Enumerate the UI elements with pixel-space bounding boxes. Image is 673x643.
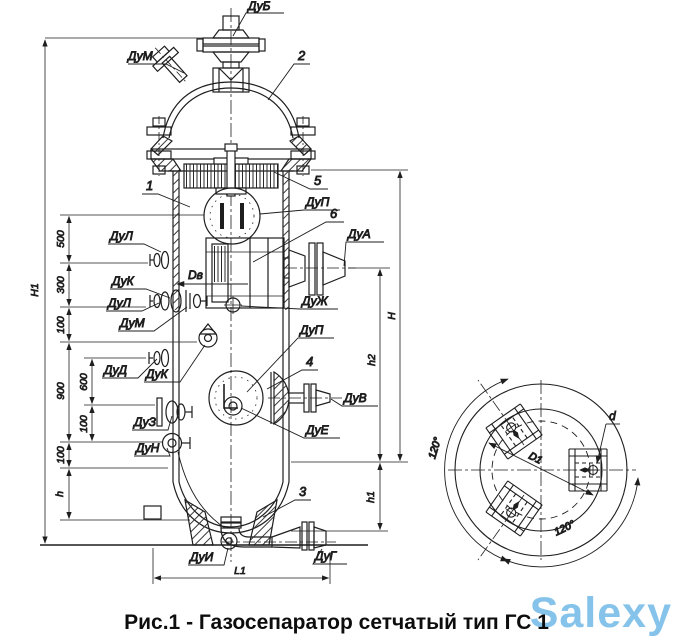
part5-text: 5 — [314, 173, 322, 188]
shell — [172, 171, 290, 482]
dim-100b: 100 — [78, 415, 90, 433]
watermark: Salexy — [529, 589, 672, 637]
label-dug: ДуГ — [312, 549, 347, 565]
part3-text: 3 — [299, 484, 307, 499]
label-part4: 4 — [266, 354, 318, 390]
label-dv-text: Dв — [188, 268, 203, 282]
dim-L1: L1 — [234, 565, 246, 577]
part6-text: 6 — [330, 206, 338, 221]
label-d-hole: d — [595, 409, 620, 464]
figure-caption: Рис.1 - Газосепаратор сетчатый тип ГС 1 — [124, 611, 549, 634]
nozzle-duz — [156, 397, 193, 427]
label-dui-text: ДуИ — [188, 550, 214, 564]
label-part2: 2 — [267, 48, 310, 101]
flange-joint — [146, 116, 316, 176]
label-dul1-text: ДуЛ — [108, 229, 134, 243]
dim-300: 300 — [55, 276, 67, 294]
nozzle-dua — [285, 242, 356, 296]
top-view: D1 120° 120° d — [426, 378, 641, 568]
label-duk2: ДуК — [144, 344, 206, 383]
dim-angle1-arc — [444, 378, 509, 562]
dim-h: h — [54, 491, 66, 497]
label-dun-text: ДуН — [134, 441, 160, 455]
label-dua-text: ДуА — [346, 227, 371, 241]
label-dum-top: ДуМ — [126, 49, 185, 74]
label-part6: 6 — [252, 206, 344, 263]
nozzle-duzh — [224, 296, 242, 314]
part1-text: 1 — [146, 178, 153, 193]
label-dv: Dв — [176, 268, 248, 287]
label-dub-text: ДуБ — [246, 0, 271, 13]
label-duk1: ДуК — [110, 274, 171, 299]
labels: ДуБ ДуМ 2 1 5 ДуП 6 ДуА ДуЖ Dв ДуЛ — [102, 0, 384, 566]
label-dum2: ДуМ — [118, 306, 188, 332]
dimensions-left: H1 500 300 100 900 100 h 600 1 — [29, 37, 205, 544]
part4-text: 4 — [306, 354, 313, 369]
nozzle-dub — [196, 15, 266, 93]
label-due: ДуЕ — [240, 407, 340, 439]
front-view — [40, 8, 368, 562]
manhole-upper — [203, 187, 261, 245]
dim-100c: 100 — [55, 446, 67, 464]
bracket-duv — [268, 370, 342, 426]
label-duz: ДуЗ — [132, 415, 173, 431]
dim-h1: h1 — [365, 491, 377, 503]
dim-H: H — [386, 312, 398, 320]
dim-angle1: 120° — [426, 436, 444, 460]
label-duk2-text: ДуК — [144, 367, 169, 381]
label-duzh: ДуЖ — [240, 294, 338, 310]
lifting-lug — [198, 323, 218, 348]
nozzle-dud — [148, 348, 170, 368]
label-dup2-text: ДуП — [298, 323, 324, 337]
flange-bolt-right — [290, 116, 316, 176]
label-duzh-text: ДуЖ — [300, 294, 329, 308]
mesh-demister — [183, 143, 279, 197]
drain-assembly — [220, 516, 336, 551]
label-duk1-text: ДуК — [110, 274, 135, 288]
dim-h2: h2 — [366, 354, 378, 366]
nozzle-dun — [161, 432, 226, 529]
label-dul1: ДуЛ — [108, 229, 162, 253]
nozzle-dul-1 — [149, 250, 170, 270]
dim-900: 900 — [55, 382, 67, 400]
label-part1: 1 — [142, 178, 191, 208]
label-part5: 5 — [273, 171, 328, 190]
label-dun: ДуН — [134, 441, 171, 457]
top-head — [162, 81, 300, 139]
label-dud: ДуД — [102, 358, 158, 379]
label-dup1: ДуП — [259, 195, 340, 215]
label-dub: ДуБ — [232, 0, 284, 37]
label-dul2: ДуЛ — [106, 296, 160, 312]
label-duv: ДуВ — [330, 391, 378, 407]
support-skirt — [40, 498, 368, 546]
label-dui: ДуИ — [188, 547, 229, 566]
label-dul2-text: ДуЛ — [106, 296, 132, 310]
manhole-lower — [208, 370, 264, 426]
dim-H1: H1 — [29, 283, 41, 296]
label-d-hole-text: d — [609, 409, 616, 423]
dim-D1: D1 — [527, 450, 544, 467]
label-dud-text: ДуД — [102, 363, 128, 377]
dim-100a: 100 — [55, 316, 67, 334]
nozzle-cluster-duk-dul-dum — [149, 289, 208, 313]
label-duz-text: ДуЗ — [132, 415, 157, 429]
label-dum-top-text: ДуМ — [126, 49, 153, 63]
nozzle-dum-top — [151, 45, 188, 84]
label-due-text: ДуЕ — [304, 423, 330, 437]
label-part3: 3 — [262, 484, 311, 518]
dim-600: 600 — [78, 373, 90, 391]
label-dup1-text: ДуП — [304, 195, 330, 209]
label-dum2-text: ДуМ — [118, 316, 145, 330]
label-dup2: ДуП — [246, 323, 334, 393]
flange-bolt-left — [146, 116, 172, 176]
label-dua: ДуА — [343, 227, 384, 267]
dimension-l1: L1 — [152, 548, 331, 584]
dim-angle2-arc — [502, 477, 641, 568]
dimensions-right: H h2 h1 — [291, 169, 408, 532]
dim-500: 500 — [55, 230, 67, 248]
part2-text: 2 — [297, 48, 306, 63]
label-duv-text: ДуВ — [342, 391, 367, 405]
label-dug-text: ДуГ — [313, 549, 338, 563]
